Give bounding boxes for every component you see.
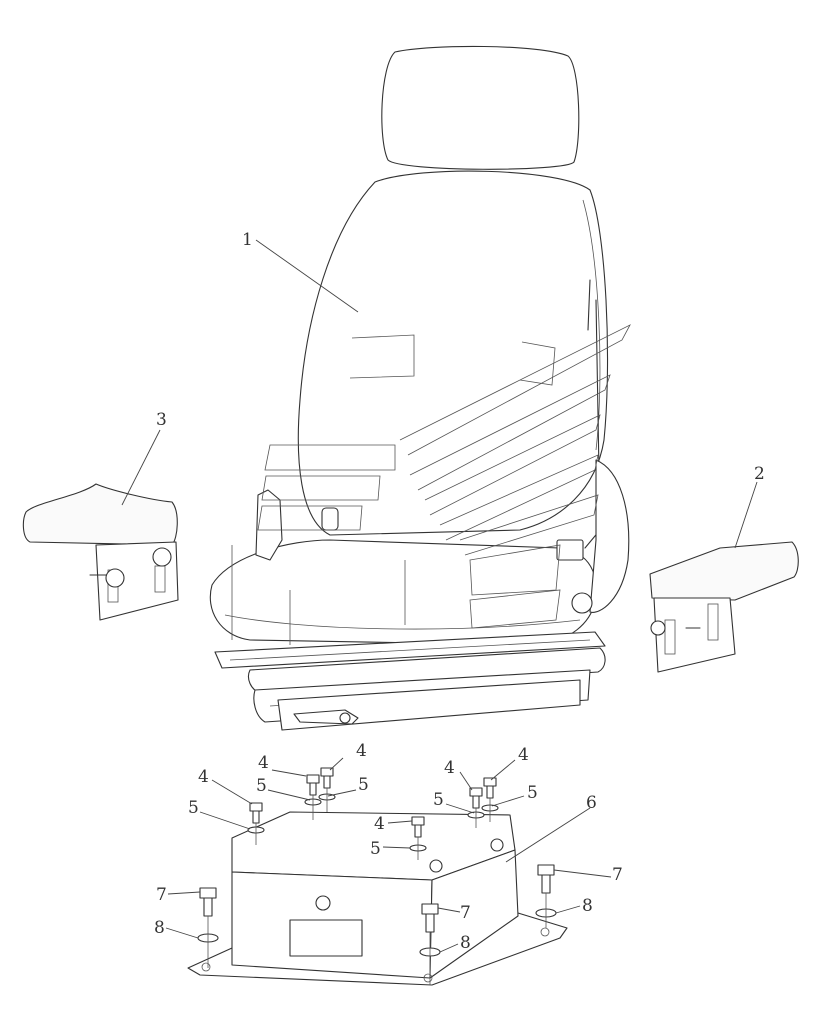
callout-washer-c: 5 <box>370 839 381 859</box>
callout-washer-m: 8 <box>460 933 471 953</box>
callout-washer-a3: 5 <box>188 798 199 818</box>
callout-bolt-a1: 4 <box>258 753 269 773</box>
callout-washer-b1: 5 <box>433 790 444 810</box>
armrest-left-pad <box>22 483 178 546</box>
callouts: 1 2 3 4 4 4 4 4 4 5 5 5 5 5 5 6 7 7 7 8 … <box>154 230 765 953</box>
callout-washer-b2: 5 <box>527 783 538 803</box>
base-box-lock-icon <box>315 895 331 911</box>
bolt-a1 <box>249 802 263 824</box>
callout-bolt-c: 4 <box>374 814 385 834</box>
bolt-r <box>537 864 555 894</box>
bolt-b2 <box>483 777 497 799</box>
bolt-b1 <box>469 787 483 809</box>
callout-washer-a1: 5 <box>256 776 267 796</box>
warning-tag-overlay <box>231 324 631 645</box>
callout-bolt-a2: 4 <box>356 741 367 761</box>
bolt-a2 <box>306 774 320 796</box>
armrest-right-pad <box>649 541 799 601</box>
armrest-right-knob <box>650 620 666 636</box>
fasteners <box>197 767 557 985</box>
base-box-label <box>289 919 363 957</box>
belt-buckle <box>556 539 584 561</box>
callout-base-box: 6 <box>586 793 597 813</box>
base-box <box>187 811 568 986</box>
armrest-right <box>649 541 799 673</box>
callout-bolt-a3: 4 <box>198 767 209 787</box>
seat-assembly <box>209 45 631 731</box>
backrest-pad-right <box>519 341 556 386</box>
callout-bolt-b2: 4 <box>518 745 529 765</box>
callout-seat: 1 <box>242 230 253 250</box>
callout-washer-a2: 5 <box>358 775 369 795</box>
callout-bolt-l: 7 <box>156 885 167 905</box>
suspension-upper <box>247 647 606 695</box>
backrest-pad-left <box>349 334 415 379</box>
backrest <box>297 170 609 536</box>
base-box-side <box>429 849 519 979</box>
leader-lines <box>121 239 758 953</box>
callout-armrest-right: 2 <box>754 464 765 484</box>
callout-armrest-left: 3 <box>156 410 167 430</box>
armrest-left <box>22 483 179 621</box>
callout-bolt-b1: 4 <box>444 758 455 778</box>
armrest-left-knob-b <box>152 547 172 567</box>
bolt-a3 <box>320 767 334 789</box>
callout-bolt-r: 7 <box>612 865 623 885</box>
callout-washer-r: 8 <box>582 896 593 916</box>
callout-bolt-m: 7 <box>460 903 471 923</box>
armrest-right-bracket <box>653 597 736 673</box>
armrest-left-knob-a <box>105 568 125 588</box>
adjust-knob <box>571 592 593 614</box>
bolt-l <box>199 887 217 917</box>
headrest <box>381 45 580 170</box>
callout-washer-l: 8 <box>154 918 165 938</box>
